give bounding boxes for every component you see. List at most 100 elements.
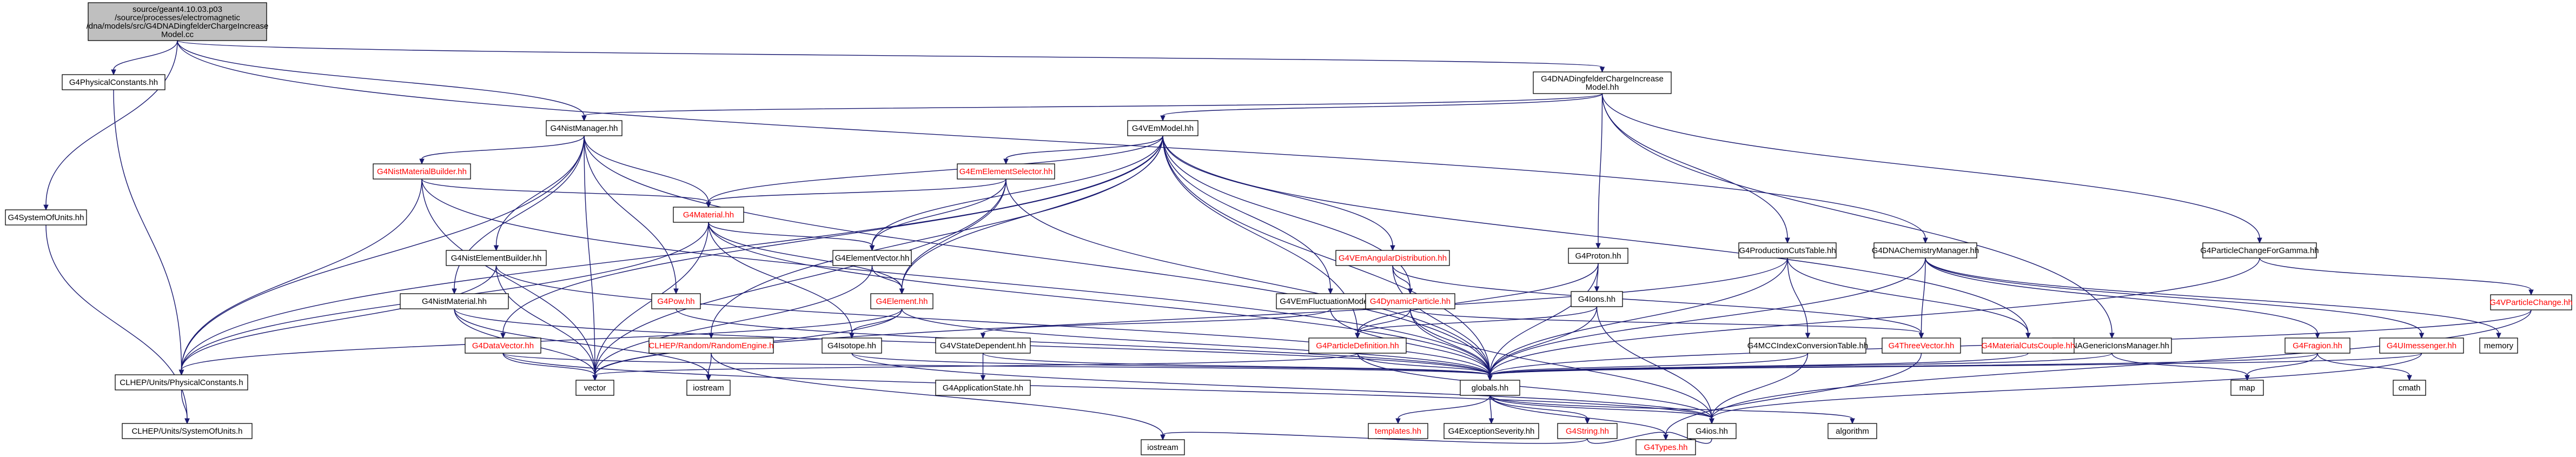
edge-vemmodel-to-vemfluct xyxy=(1162,135,1333,295)
node-partdef[interactable]: G4ParticleDefinition.hh xyxy=(1308,337,1407,354)
arrowhead xyxy=(452,288,457,295)
node-threevec[interactable]: G4ThreeVector.hh xyxy=(1882,337,1961,354)
node-label: /source/processes/electromagnetic xyxy=(115,13,240,22)
arrowhead xyxy=(1407,288,1413,295)
arrowhead xyxy=(1487,375,1493,381)
node-box xyxy=(1827,423,1877,439)
node-iostream[interactable]: iostream xyxy=(686,380,731,396)
node-box xyxy=(465,337,541,354)
node-nisteleb[interactable]: G4NistElementBuilder.hh xyxy=(446,250,547,266)
node-box xyxy=(2230,380,2264,396)
node-proton[interactable]: G4Proton.hh xyxy=(1568,248,1628,264)
node-globals[interactable]: globals.hh xyxy=(1460,380,1520,396)
edge-dnachem-to-threevec xyxy=(1918,257,1926,339)
node-vpchange[interactable]: G4VParticleChange.hh xyxy=(2489,294,2573,310)
node-templates[interactable]: templates.hh xyxy=(1368,423,1428,439)
node-pcgamma[interactable]: G4ParticleChangeForGamma.hh xyxy=(2200,242,2319,259)
node-box xyxy=(1687,423,1737,439)
node-box xyxy=(1460,380,1520,396)
node-vector[interactable]: vector xyxy=(575,380,614,396)
node-excsev[interactable]: G4ExceptionSeverity.hh xyxy=(1443,423,1539,439)
edge-model-to-vemmodel xyxy=(1160,93,1603,122)
node-sysunits[interactable]: G4SystemOfUnits.hh xyxy=(5,209,87,226)
node-label: CLHEP/Random/RandomEngine.h xyxy=(649,341,774,350)
edge-vemmodel-to-rngengine xyxy=(708,135,1163,339)
arrowhead xyxy=(1390,245,1395,251)
node-box xyxy=(673,207,744,223)
edge-model-to-dnagen xyxy=(1601,93,2115,339)
node-dnachem[interactable]: G4DNAChemistryManager.hh xyxy=(1872,242,1979,259)
node-algorithm[interactable]: algorithm xyxy=(1827,423,1877,439)
node-prodcuts[interactable]: G4ProductionCutsTable.hh xyxy=(1738,242,1837,259)
node-element[interactable]: G4Element.hh xyxy=(870,293,933,309)
node-nistmol[interactable]: G4NistMaterial.hh xyxy=(400,293,509,309)
node-types[interactable]: G4Types.hh xyxy=(1635,439,1696,455)
node-material[interactable]: G4Material.hh xyxy=(673,207,744,223)
node-rngengine[interactable]: CLHEP/Random/RandomEngine.h xyxy=(648,337,774,354)
node-vemangd[interactable]: G4VEmAngularDistribution.hh xyxy=(1335,250,1450,266)
node-clhepsys[interactable]: CLHEP/Units/SystemOfUnits.h xyxy=(122,423,253,439)
node-box xyxy=(1882,337,1961,354)
node-pow[interactable]: G4Pow.hh xyxy=(651,293,701,309)
edge-dnachem-to-globals xyxy=(1487,257,1926,381)
node-g4ios[interactable]: G4ios.hh xyxy=(1687,423,1737,439)
edge-vemmodel-to-vemangd xyxy=(1162,135,1395,251)
node-nistmatb[interactable]: G4NistMaterialBuilder.hh xyxy=(373,163,471,180)
node-ions[interactable]: G4Ions.hh xyxy=(1571,291,1623,307)
arrowhead xyxy=(178,369,184,376)
node-clhepconst[interactable]: CLHEP/Units/PhysicalConstants.h xyxy=(115,374,248,390)
node-box xyxy=(1368,423,1428,439)
node-fragion[interactable]: G4Fragion.hh xyxy=(2284,337,2350,354)
arrowhead xyxy=(1328,288,1333,295)
node-isotope[interactable]: G4Isotope.hh xyxy=(822,337,882,354)
node-elemvec[interactable]: G4ElementVector.hh xyxy=(832,250,912,266)
edge-ions-to-g4ios xyxy=(1596,306,1714,425)
arrowhead xyxy=(2109,333,2115,339)
node-dynpart[interactable]: G4DynamicParticle.hh xyxy=(1365,293,1455,309)
edge-material-to-isotope xyxy=(708,222,855,339)
node-ostream[interactable]: iostream xyxy=(1141,439,1185,455)
node-label: G4DynamicParticle.hh xyxy=(1370,297,1451,306)
arrowhead xyxy=(706,375,711,381)
node-map[interactable]: map xyxy=(2230,380,2264,396)
node-datavec[interactable]: G4DataVector.hh xyxy=(465,337,541,354)
node-nistmgr[interactable]: G4NistManager.hh xyxy=(546,120,623,136)
node-box xyxy=(822,337,882,354)
node-cmath[interactable]: cmath xyxy=(2393,380,2426,396)
arrowhead xyxy=(1160,434,1166,441)
edge-prodcuts-to-mcc xyxy=(1787,257,1811,339)
node-box xyxy=(651,293,701,309)
node-vsdep[interactable]: G4VStateDependent.hh xyxy=(935,337,1031,354)
arrowhead xyxy=(111,69,116,76)
edge-prodcuts-to-matcuts xyxy=(1787,257,2031,339)
node-uimsgr[interactable]: G4UImessenger.hh xyxy=(2379,337,2464,354)
edge-dnagen-to-map xyxy=(2111,353,2250,381)
node-label: cmath xyxy=(2399,383,2421,393)
edge-element-to-clhepconst xyxy=(178,308,903,376)
node-emsel[interactable]: G4EmElementSelector.hh xyxy=(957,163,1055,180)
edge-elemvec-to-element xyxy=(871,265,905,295)
node-vemmodel[interactable]: G4VEmModel.hh xyxy=(1127,120,1198,136)
edge-uimsgr-to-g4ios xyxy=(1709,353,2422,425)
node-label: G4DNAGenericIonsManager.hh xyxy=(2055,341,2169,350)
node-matcuts[interactable]: G4MaterialCutsCouple.hh xyxy=(1982,337,2075,354)
node-root: source/geant4.10.03.p03/source/processes… xyxy=(87,2,268,41)
node-appstate[interactable]: G4ApplicationState.hh xyxy=(935,380,1031,396)
node-label: G4ParticleChangeForGamma.hh xyxy=(2200,246,2319,255)
edge-clhepconst-to-clhepsys xyxy=(181,389,190,425)
node-label: G4ios.hh xyxy=(1696,427,1728,436)
arrowhead xyxy=(1488,418,1494,425)
node-label: G4Fragion.hh xyxy=(2293,341,2342,350)
edge-globals-to-excsev xyxy=(1488,395,1494,425)
arrowhead xyxy=(581,115,587,122)
edge-model-to-nistmgr xyxy=(581,93,1603,122)
node-label: vector xyxy=(584,383,606,393)
node-mcc[interactable]: G4MCCIndexConversionTable.hh xyxy=(1747,337,1868,354)
node-label: Model.cc xyxy=(161,30,194,39)
node-string[interactable]: G4String.hh xyxy=(1557,423,1618,439)
node-box xyxy=(546,120,623,136)
node-memory[interactable]: memory xyxy=(2479,337,2518,354)
node-physconst[interactable]: G4PhysicalConstants.hh xyxy=(62,74,165,90)
node-box xyxy=(957,163,1055,180)
